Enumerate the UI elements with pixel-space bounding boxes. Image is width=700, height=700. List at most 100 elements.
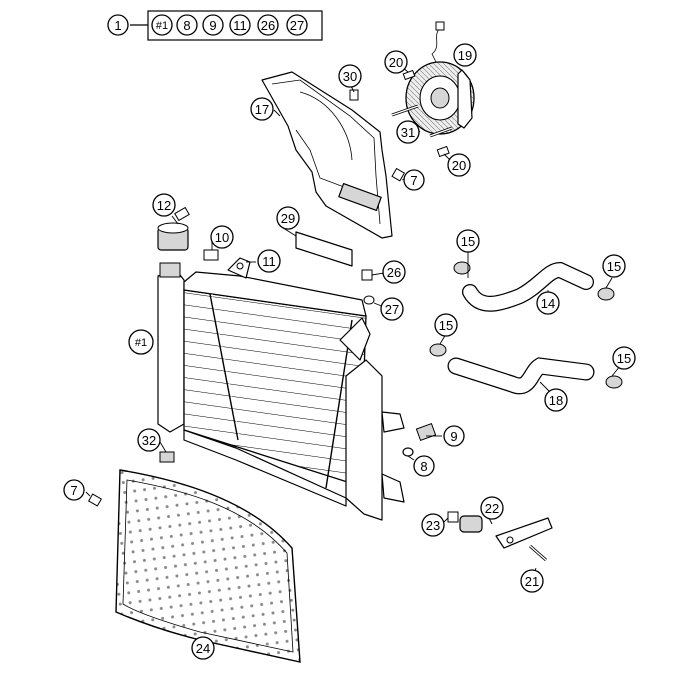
svg-text:20: 20 [389,55,403,70]
hose-clamp[interactable] [605,375,623,389]
svg-text:17: 17 [255,102,269,117]
svg-text:1: 1 [114,18,121,33]
svg-text:8: 8 [420,459,427,474]
clip-32[interactable] [159,451,175,463]
callout-24[interactable]: 24 [191,636,215,660]
hose-18[interactable] [447,357,595,395]
svg-text:9: 9 [450,429,457,444]
callout-15-b[interactable]: 15 [602,254,626,278]
svg-text:8: 8 [183,18,190,33]
callout-29[interactable]: 29 [276,206,300,230]
cooling-fan[interactable] [405,21,475,135]
svg-text:#1: #1 [156,20,168,32]
svg-text:10: 10 [215,230,229,245]
svg-text:27: 27 [290,18,304,33]
svg-text:26: 26 [261,18,275,33]
callout-30[interactable]: 30 [338,64,362,88]
hose-clamp[interactable] [429,343,447,357]
callout-10[interactable]: 10 [210,225,234,249]
hose-clamp[interactable] [453,261,471,275]
callout-32[interactable]: 32 [137,428,161,452]
callout-31[interactable]: 31 [396,120,420,144]
svg-text:29: 29 [281,211,295,226]
callout-14[interactable]: 14 [536,291,560,315]
callout-22[interactable]: 22 [480,496,504,520]
screw-31b[interactable] [429,126,453,138]
kit-item: #1 [151,14,173,36]
hose-clamp[interactable] [597,287,615,301]
callout-15-a[interactable]: 15 [456,229,480,253]
callout-radiator[interactable]: #1 [128,329,154,355]
svg-text:19: 19 [458,48,472,63]
svg-text:22: 22 [485,501,499,516]
washer-27[interactable] [363,295,375,305]
fan-shroud[interactable] [261,71,393,239]
svg-text:23: 23 [426,518,440,533]
screw-7-left[interactable] [87,493,103,507]
kit-reference: 1 #1 8 9 11 26 27 [107,10,323,41]
svg-text:15: 15 [617,351,631,366]
callout-23[interactable]: 23 [421,513,445,537]
kit-item: 9 [202,14,224,36]
svg-text:14: 14 [541,296,555,311]
callout-17[interactable]: 17 [250,97,274,121]
svg-text:20: 20 [452,158,466,173]
svg-text:9: 9 [209,18,216,33]
svg-text:18: 18 [549,393,563,408]
radiator[interactable] [157,257,405,521]
svg-text:24: 24 [196,641,210,656]
callout-27[interactable]: 27 [380,297,404,321]
callout-8[interactable]: 8 [413,455,435,477]
kit-item: 26 [257,14,279,36]
svg-text:15: 15 [439,318,453,333]
callout-11[interactable]: 11 [257,249,281,273]
callout-18[interactable]: 18 [544,388,568,412]
svg-text:15: 15 [607,259,621,274]
radiator-grille[interactable] [115,469,301,663]
svg-text:31: 31 [401,125,415,140]
rubber-bushing-23[interactable] [447,511,483,533]
screw-20-upper[interactable] [402,69,416,81]
callout-7-top[interactable]: 7 [403,169,425,191]
screw-21[interactable] [529,544,547,562]
sticker-29[interactable] [295,231,353,267]
temp-sensor-9[interactable] [415,422,437,442]
radiator-cap[interactable] [157,206,190,251]
callout-20-a[interactable]: 20 [384,50,408,74]
bolt-10[interactable] [203,249,219,261]
svg-text:30: 30 [343,69,357,84]
screw-20-lower[interactable] [436,145,450,158]
hose-14[interactable] [462,261,594,312]
kit-item: 11 [229,14,251,36]
callout-12[interactable]: 12 [152,193,176,217]
callout-kit[interactable]: 1 [107,14,129,36]
kit-item: 27 [286,14,308,36]
svg-text:#1: #1 [135,337,147,349]
callout-26[interactable]: 26 [382,260,406,284]
screw-7-top[interactable] [391,167,406,182]
o-ring-8[interactable] [402,447,414,457]
bleed-screw-26[interactable] [361,269,373,281]
callout-15-d[interactable]: 15 [612,346,636,370]
svg-text:12: 12 [157,198,171,213]
callout-9[interactable]: 9 [443,425,465,447]
screw-30[interactable] [349,89,359,101]
callout-7-left[interactable]: 7 [63,479,85,501]
svg-text:7: 7 [410,173,417,188]
callout-19[interactable]: 19 [453,43,477,67]
callout-20-b[interactable]: 20 [447,153,471,177]
svg-text:11: 11 [262,254,276,269]
svg-text:11: 11 [233,18,247,33]
svg-text:7: 7 [70,483,77,498]
screw-31[interactable] [391,104,419,117]
svg-text:21: 21 [525,574,539,589]
callout-15-c[interactable]: 15 [434,313,458,337]
bracket-22[interactable] [495,517,553,549]
kit-item: 8 [176,14,198,36]
svg-text:27: 27 [385,302,399,317]
svg-text:15: 15 [461,234,475,249]
svg-text:32: 32 [142,433,156,448]
callout-21[interactable]: 21 [520,569,544,593]
svg-text:26: 26 [387,265,401,280]
